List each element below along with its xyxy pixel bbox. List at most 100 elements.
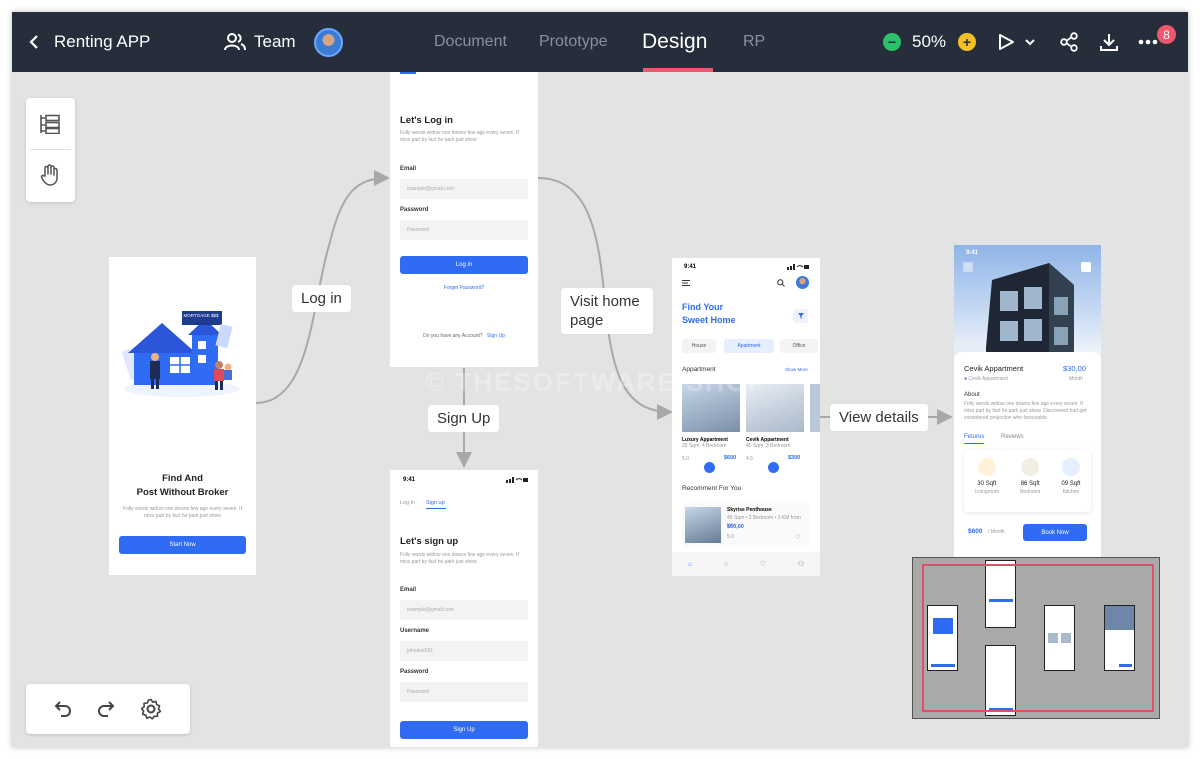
profile-nav-icon[interactable]: ⚇ <box>797 561 805 568</box>
apartment-card[interactable]: Luxury Appartment 35 Sqm 4 Bedroom 5.0 $… <box>682 384 740 476</box>
zoom-in-button[interactable]: + <box>958 12 976 72</box>
chip-house[interactable]: House <box>682 339 716 353</box>
forgot-password-link[interactable]: Forget Password? <box>443 285 485 291</box>
zoom-out-button[interactable]: − <box>883 12 901 72</box>
chip-apartment[interactable]: Apartment <box>724 339 774 353</box>
card-rating: 4.5 <box>746 456 753 462</box>
hand-tool-button[interactable] <box>40 164 60 191</box>
welcome-screen[interactable]: MORTGAGE $$$ Find And Post Without Broke… <box>109 257 256 575</box>
start-now-button[interactable]: Start Now <box>119 536 246 554</box>
preview-dropdown[interactable] <box>1025 12 1035 72</box>
flow-label-visit-home[interactable]: Visit home page <box>561 288 653 334</box>
tab-features[interactable]: Feturus <box>964 434 985 440</box>
chip-office[interactable]: Office <box>780 339 818 353</box>
favorites-nav-icon[interactable]: ♡ <box>759 561 767 568</box>
book-now-button[interactable]: Book Now <box>1023 524 1087 541</box>
signup-email-field[interactable]: example@gmail.com <box>400 600 528 620</box>
share-button[interactable] <box>1059 12 1079 72</box>
notification-badge: 8 <box>1157 25 1176 44</box>
minimap-signup <box>985 645 1016 716</box>
more-dots-icon <box>1138 39 1158 45</box>
email-label: Email <box>400 166 417 172</box>
card-price: $600 <box>724 455 737 461</box>
home-nav-icon[interactable]: ⌂ <box>687 560 693 568</box>
layers-button[interactable] <box>39 114 61 139</box>
signup-screen[interactable]: 9:41 Log in Sign up Let's sign up Folly … <box>390 470 538 747</box>
active-tab-indicator <box>643 68 713 72</box>
signup-button[interactable]: Sign Up <box>400 721 528 739</box>
card-name: Luxury Appartment <box>682 437 728 443</box>
minimap-home <box>1044 605 1075 671</box>
login-password-field[interactable]: Password <box>400 220 528 240</box>
card-meta: 35 Sqm 4 Bedroom <box>682 443 740 450</box>
tab-indicator <box>400 72 416 74</box>
user-avatar-button[interactable] <box>314 12 343 72</box>
detail-screen[interactable]: 9:41 ‹ Cevik Appartment $30,00 ● Cevik A… <box>954 245 1101 572</box>
tab-login[interactable]: Log in <box>400 500 415 506</box>
flow-label-view-details[interactable]: View details <box>830 404 928 431</box>
recommend-card[interactable]: Skyrise Penthouse 45 Sqm • 3 Bedroom • 3… <box>682 503 809 547</box>
menu-icon[interactable] <box>682 280 690 286</box>
signup-description: Folly words widow one downs few age ever… <box>400 552 519 565</box>
hand-icon <box>40 164 58 186</box>
team-icon <box>224 33 246 51</box>
search-nav-icon[interactable]: ○ <box>723 560 729 568</box>
welcome-title-line2: Post Without Broker <box>136 487 229 498</box>
tab-signup[interactable]: Sign up <box>426 500 445 506</box>
login-screen[interactable]: Let's Log in Folly words widow one downs… <box>390 72 538 367</box>
signup-username-field[interactable]: johndoe051 <box>400 641 528 661</box>
minimap-detail <box>1104 605 1135 671</box>
preview-play-button[interactable] <box>998 12 1015 72</box>
bed-icon <box>1021 458 1040 476</box>
back-arrow-button[interactable]: ‹ <box>963 262 973 272</box>
team-button[interactable]: Team <box>224 12 296 72</box>
signup-prompt: Do you have any Account? Sign Up <box>390 333 538 339</box>
login-email-field[interactable]: example@gmail.com <box>400 179 528 199</box>
download-button[interactable] <box>1099 12 1119 72</box>
app-window: Renting APP Team Document Prototype Desi… <box>12 12 1188 747</box>
undo-button[interactable] <box>54 700 72 723</box>
tab-design[interactable]: Design <box>642 30 708 53</box>
feature-bedroom: 86 Sqft Bedroom <box>1020 458 1040 512</box>
login-button[interactable]: Log in <box>400 256 528 274</box>
show-more-link[interactable]: Show More <box>785 367 808 372</box>
signup-password-field[interactable]: Password <box>400 682 528 702</box>
back-button[interactable]: Renting APP <box>28 12 150 72</box>
more-menu-button[interactable] <box>1138 12 1158 72</box>
feature-kitchen: 09 Sqft Kitchen <box>1061 458 1080 512</box>
signup-link[interactable]: Sign Up <box>487 333 505 339</box>
minimap-login <box>985 560 1016 628</box>
redo-button[interactable] <box>97 700 115 723</box>
total-period: / Month <box>988 529 1005 535</box>
kitchen-icon <box>1061 458 1080 476</box>
tab-rp[interactable]: RP <box>743 33 766 50</box>
heart-icon[interactable]: ♡ <box>795 535 801 541</box>
watermark: © THESOFTWARE.SHOP <box>425 367 768 397</box>
recommend-price: $60,00 <box>727 524 744 530</box>
plus-icon: + <box>958 33 976 51</box>
feature-livingroom: 30 Sqft Livingroom <box>975 458 999 512</box>
sofa-icon <box>977 458 996 476</box>
password-label: Password <box>400 207 429 213</box>
flow-label-signup[interactable]: Sign Up <box>428 405 500 432</box>
search-icon[interactable] <box>777 279 785 287</box>
avatar[interactable] <box>796 276 809 289</box>
tab-prototype[interactable]: Prototype <box>539 33 608 50</box>
apartment-card[interactable]: Cevik Appartment 45 Sqm 3 Bedroom 4.5 $3… <box>746 384 804 476</box>
chevron-left-icon <box>29 35 38 49</box>
tab-document[interactable]: Document <box>434 33 507 50</box>
filter-button[interactable] <box>793 309 808 323</box>
card-arrow-button[interactable] <box>768 462 779 473</box>
design-canvas[interactable]: MORTGAGE $$$ Find And Post Without Broke… <box>12 72 1188 747</box>
bookmark-button[interactable] <box>1081 262 1091 272</box>
card-price: $300 <box>788 455 801 461</box>
settings-button[interactable] <box>140 698 162 725</box>
flow-label-login[interactable]: Log in <box>292 285 351 312</box>
card-arrow-button[interactable] <box>704 462 715 473</box>
login-description: Folly words widow one downs few age ever… <box>400 130 519 143</box>
history-panel <box>26 684 190 734</box>
minimap-viewport[interactable] <box>922 564 1154 712</box>
minimap[interactable] <box>912 557 1160 719</box>
tab-reviews[interactable]: Reviews <box>1001 434 1024 440</box>
home-screen[interactable]: 9:41 Find Your Sweet Home House Apartmen… <box>672 258 820 576</box>
